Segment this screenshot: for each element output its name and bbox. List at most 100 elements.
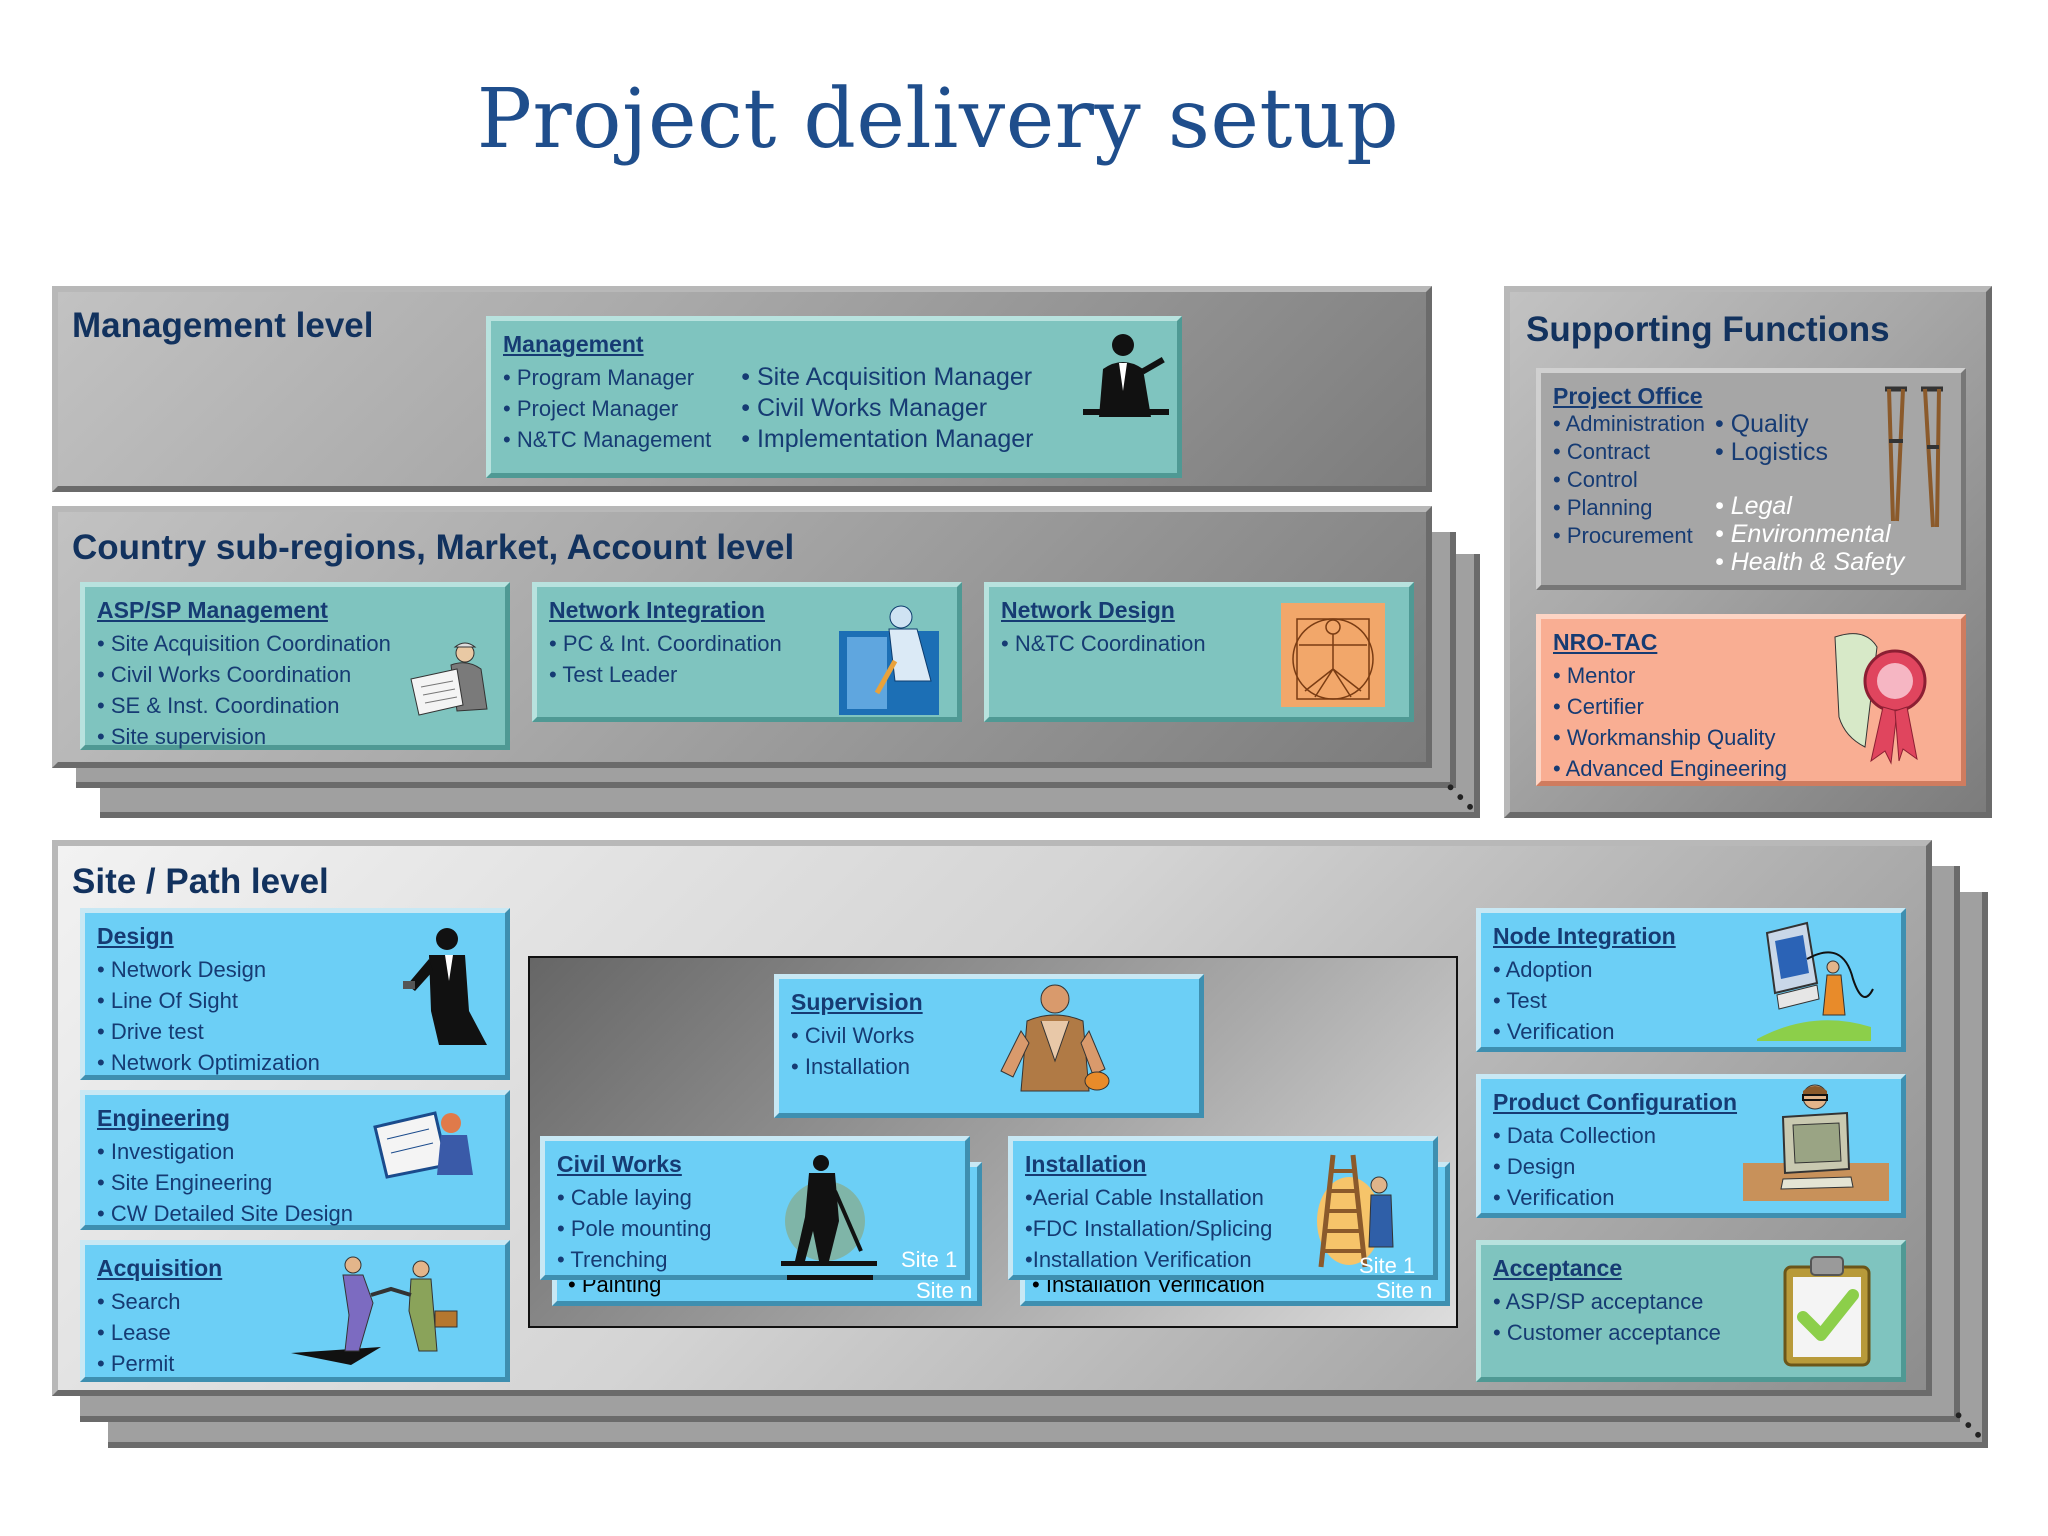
list-item: Project Manager <box>503 393 711 424</box>
acquisition-title: Acquisition <box>97 1255 223 1281</box>
nro-tac-box: NRO-TAC Mentor Certifier Workmanship Qua… <box>1536 614 1966 786</box>
list-item: Drive test <box>97 1016 493 1047</box>
list-item: Procurement <box>1553 522 1705 550</box>
asp-sp-management-list: Site Acquisition Coordination Civil Work… <box>97 628 493 752</box>
list-item: Civil Works <box>791 1020 1187 1051</box>
asp-sp-management-title: ASP/SP Management <box>97 597 328 623</box>
design-list: Network Design Line Of Sight Drive test … <box>97 954 493 1078</box>
design-title: Design <box>97 923 174 949</box>
list-item: Network Optimization <box>97 1047 493 1078</box>
list-item: Certifier <box>1553 691 1949 722</box>
site-n-label: Site n <box>1376 1278 1433 1303</box>
design-box: Design Network Design Line Of Sight Driv… <box>80 908 510 1080</box>
page-title: Project delivery setup <box>476 72 1400 167</box>
list-item: SE & Inst. Coordination <box>97 690 493 721</box>
engineering-list: Investigation Site Engineering CW Detail… <box>97 1136 493 1229</box>
site-1-label: Site 1 <box>1359 1253 1416 1278</box>
list-item: Site Acquisition Manager <box>741 362 1033 393</box>
list-item: N&TC Management <box>503 424 711 455</box>
list-item: Legal <box>1715 492 1904 520</box>
list-item: Administration <box>1553 410 1705 438</box>
network-design-title: Network Design <box>1001 597 1175 623</box>
network-design-box: Network Design N&TC Coordination <box>984 582 1414 722</box>
supervision-list: Civil Works Installation <box>791 1020 1187 1082</box>
installation-box: Installation Aerial Cable Installation F… <box>1008 1136 1438 1280</box>
list-item: Permit <box>97 1348 493 1379</box>
list-item: Health & Safety <box>1715 548 1905 576</box>
list-item: Environmental <box>1715 520 1904 548</box>
project-office-right-list: Quality Logistics <box>1715 410 1904 466</box>
management-level-heading: Management level <box>72 306 374 345</box>
management-left-list: Program Manager Project Manager N&TC Man… <box>503 362 711 455</box>
list-item: Data Collection <box>1493 1120 1889 1151</box>
acceptance-title: Acceptance <box>1493 1255 1623 1281</box>
list-item: PC & Int. Coordination <box>549 628 945 659</box>
engineering-title: Engineering <box>97 1105 230 1131</box>
management-box-title: Management <box>503 331 644 357</box>
list-item: Contract <box>1553 438 1705 466</box>
list-item: Design <box>1493 1151 1889 1182</box>
list-item: Implementation Manager <box>741 424 1034 455</box>
management-right-list: Site Acquisition Manager Civil Works Man… <box>741 362 1034 455</box>
computer-user-icon <box>1743 1084 1889 1201</box>
project-office-title: Project Office <box>1553 383 1703 409</box>
list-item: Pole mounting <box>557 1213 953 1244</box>
crutches-icon <box>1885 386 1943 528</box>
list-item: Customer acceptance <box>1493 1317 1889 1348</box>
node-integration-box: Node Integration Adoption Test Verificat… <box>1476 908 1906 1052</box>
site-level-heading: Site / Path level <box>72 862 329 901</box>
clipboard-check-icon <box>1783 1256 1871 1367</box>
network-design-list: N&TC Coordination <box>1001 628 1397 659</box>
list-item: Program Manager <box>503 362 711 393</box>
drafting-engineer-icon <box>373 1111 473 1179</box>
list-item: Site supervision <box>97 721 493 752</box>
surveyor-icon <box>410 642 488 716</box>
vitruvian-man-icon <box>1281 603 1385 707</box>
presenter-icon <box>839 605 939 715</box>
ladder-icon <box>1317 1154 1394 1268</box>
network-integration-title: Network Integration <box>549 597 765 623</box>
list-item: Cable laying <box>557 1182 953 1213</box>
list-item: Network Design <box>97 954 493 985</box>
list-item: Installation <box>791 1051 1187 1082</box>
digger-icon <box>781 1155 877 1280</box>
civil-works-list: Cable laying Pole mounting Trenching <box>557 1182 953 1275</box>
project-office-italic-list: Legal Environmental Health & Safety <box>1715 492 1905 576</box>
node-integration-title: Node Integration <box>1493 923 1676 949</box>
list-item: Installation Verification <box>1025 1244 1421 1275</box>
product-configuration-list: Data Collection Design Verification <box>1493 1120 1889 1213</box>
list-item: Search <box>97 1286 493 1317</box>
network-integration-box: Network Integration PC & Int. Coordinati… <box>532 582 962 722</box>
award-ribbon-icon <box>1834 633 1927 765</box>
installation-list: Aerial Cable Installation FDC Installati… <box>1025 1182 1421 1275</box>
acceptance-list: ASP/SP acceptance Customer acceptance <box>1493 1286 1889 1348</box>
list-item: FDC Installation/Splicing <box>1025 1213 1421 1244</box>
supporting-functions-heading: Supporting Functions <box>1526 310 1890 349</box>
list-item: Trenching <box>557 1244 953 1275</box>
engineering-box: Engineering Investigation Site Engineeri… <box>80 1090 510 1230</box>
list-item: Line Of Sight <box>97 985 493 1016</box>
list-item: Site Engineering <box>97 1167 493 1198</box>
list-item: Adoption <box>1493 954 1889 985</box>
product-configuration-box: Product Configuration Data Collection De… <box>1476 1074 1906 1218</box>
list-item: Test Leader <box>549 659 945 690</box>
list-item: Aerial Cable Installation <box>1025 1182 1421 1213</box>
list-item: Lease <box>97 1317 493 1348</box>
site-n-label: Site n <box>916 1278 973 1303</box>
acquisition-list: Search Lease Permit <box>97 1286 493 1379</box>
list-item: Test <box>1493 985 1889 1016</box>
acceptance-box: Acceptance ASP/SP acceptance Customer ac… <box>1476 1240 1906 1382</box>
businessman-icon <box>1083 334 1169 417</box>
site-1-label: Site 1 <box>901 1247 958 1272</box>
nro-tac-title: NRO-TAC <box>1553 629 1658 655</box>
list-item: Control <box>1553 466 1705 494</box>
worker-icon <box>1000 984 1110 1092</box>
civil-works-title: Civil Works <box>557 1151 682 1177</box>
product-configuration-title: Product Configuration <box>1493 1089 1738 1115</box>
phone-businessman-icon <box>403 928 487 1045</box>
supervision-box: Supervision Civil Works Installation <box>774 974 1204 1118</box>
handshake-icon <box>291 1256 458 1365</box>
list-item: CW Detailed Site Design <box>97 1198 493 1229</box>
list-item: N&TC Coordination <box>1001 628 1397 659</box>
list-item: Advanced Engineering <box>1553 753 1949 784</box>
